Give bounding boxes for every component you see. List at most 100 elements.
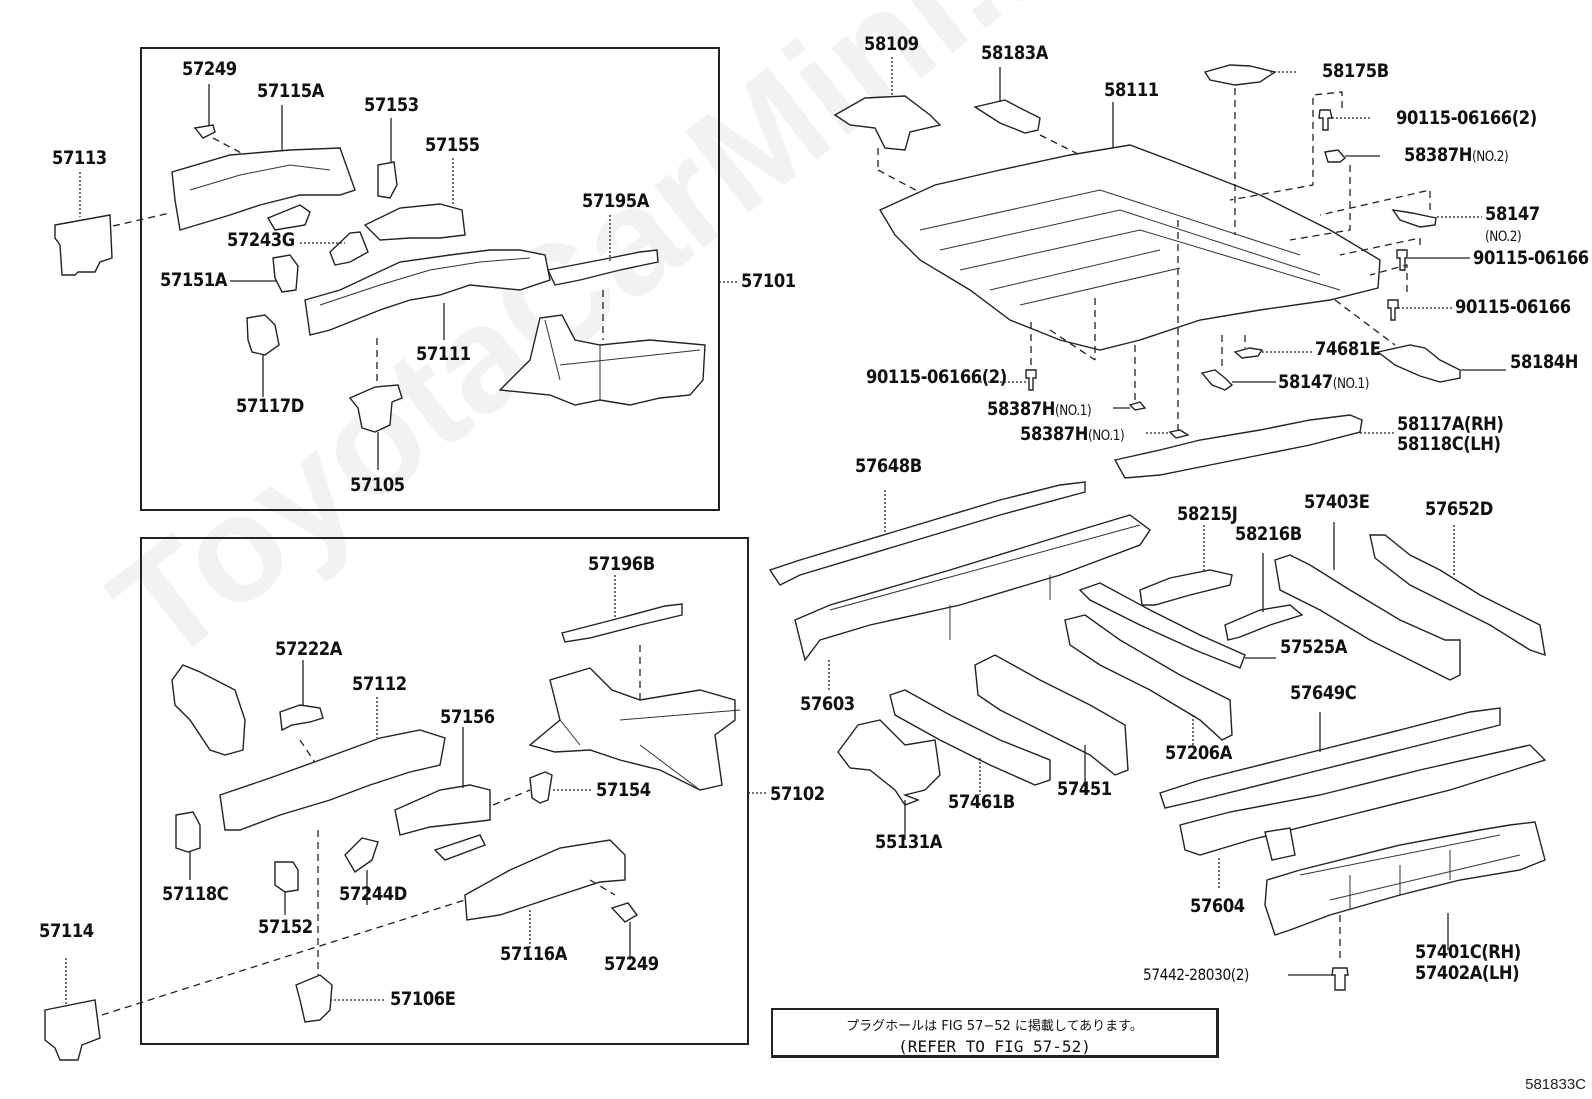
part-57603[interactable]	[794, 514, 1151, 662]
label-57152[interactable]: 57152	[258, 916, 313, 938]
part-58111-floor-pan[interactable]	[878, 144, 1381, 351]
label-57105[interactable]: 57105	[350, 474, 405, 496]
part-58215J[interactable]	[1139, 569, 1233, 606]
part-58147-no1[interactable]	[1200, 369, 1234, 391]
label-57604[interactable]: 57604	[1190, 895, 1245, 917]
part-57153[interactable]	[377, 161, 398, 199]
label-55131A[interactable]: 55131A	[875, 831, 942, 853]
part-57249-b[interactable]	[610, 902, 639, 923]
part-57112[interactable]	[219, 729, 446, 831]
label-90115-06166-2-upper[interactable]: 90115-06166(2)	[1396, 107, 1537, 129]
label-57113[interactable]: 57113	[52, 147, 107, 169]
part-57243G[interactable]	[266, 204, 311, 231]
label-58118C-lh[interactable]: 58118C(LH)	[1397, 433, 1501, 455]
label-57603[interactable]: 57603	[800, 693, 855, 715]
part-57604[interactable]	[1179, 744, 1547, 856]
part-58147-no2[interactable]	[1391, 209, 1437, 228]
part-55131A[interactable]	[837, 719, 941, 806]
label-74681E[interactable]: 74681E	[1315, 338, 1381, 360]
part-58387H-no1-a[interactable]	[1128, 401, 1147, 411]
label-57402A-lh[interactable]: 57402A(LH)	[1415, 962, 1520, 984]
part-57451[interactable]	[974, 654, 1129, 776]
label-57153[interactable]: 57153	[364, 94, 419, 116]
part-57115A[interactable]	[171, 147, 356, 231]
part-57156[interactable]	[394, 784, 491, 836]
part-57152[interactable]	[274, 861, 299, 893]
part-57222A[interactable]	[279, 704, 324, 732]
part-90115-06166-a[interactable]	[1396, 249, 1408, 271]
label-58387H-no2[interactable]: 58387H(NO.2)	[1404, 146, 1509, 165]
label-57461B[interactable]: 57461B	[948, 791, 1015, 813]
label-57111[interactable]: 57111	[416, 343, 471, 365]
part-57114[interactable]	[44, 999, 101, 1061]
label-58216B[interactable]: 58216B	[1235, 523, 1302, 545]
label-57101[interactable]: 57101	[741, 270, 796, 292]
part-57111[interactable]	[304, 249, 551, 336]
part-58184H[interactable]	[1376, 344, 1461, 383]
label-57403E[interactable]: 57403E	[1304, 491, 1370, 513]
label-90115-06166-2-lower[interactable]: 90115-06166(2)	[866, 366, 1007, 388]
part-57196B[interactable]	[561, 603, 683, 643]
label-57117D[interactable]: 57117D	[236, 395, 304, 417]
part-57403E[interactable]	[1274, 554, 1461, 681]
label-58184H[interactable]: 58184H	[1510, 351, 1578, 373]
label-58111[interactable]: 58111	[1104, 79, 1159, 101]
label-57151A[interactable]: 57151A	[160, 269, 227, 291]
label-57154[interactable]: 57154	[596, 779, 651, 801]
label-57116A[interactable]: 57116A	[500, 943, 567, 965]
label-57249-lower[interactable]: 57249	[604, 953, 659, 975]
label-90115-06166-b[interactable]: 90115-06166	[1455, 296, 1571, 318]
label-57106E[interactable]: 57106E	[390, 988, 456, 1010]
label-58147-no2[interactable]: 58147	[1485, 203, 1540, 225]
label-58109[interactable]: 58109	[864, 33, 919, 55]
label-57249[interactable]: 57249	[182, 58, 237, 80]
part-57249-a[interactable]	[193, 124, 216, 139]
part-57604-box[interactable]	[1264, 827, 1296, 861]
label-57114[interactable]: 57114	[39, 920, 94, 942]
part-90115-06166-b[interactable]	[1387, 299, 1399, 321]
part-58117A-58118C[interactable]	[1113, 414, 1363, 479]
label-58117A-rh[interactable]: 58117A(RH)	[1397, 413, 1504, 435]
part-57106E[interactable]	[295, 974, 333, 1023]
part-90115-06166-lower[interactable]	[1025, 369, 1037, 391]
label-57222A[interactable]: 57222A	[275, 638, 342, 660]
part-57116A[interactable]	[464, 839, 626, 921]
label-57118C[interactable]: 57118C	[162, 883, 229, 905]
label-57244D[interactable]: 57244D	[339, 883, 407, 905]
label-57401C-rh[interactable]: 57401C(RH)	[1415, 941, 1521, 963]
label-57195A[interactable]: 57195A	[582, 190, 649, 212]
label-57652D[interactable]: 57652D	[1425, 498, 1493, 520]
label-58175B[interactable]: 58175B	[1322, 60, 1389, 82]
label-58147-no1[interactable]: 58147(NO.1)	[1278, 373, 1369, 392]
part-57155[interactable]	[363, 203, 466, 241]
part-57118C[interactable]	[175, 811, 201, 853]
label-58215J[interactable]: 58215J	[1177, 503, 1238, 525]
part-57401C-57402A[interactable]	[1264, 821, 1546, 936]
part-58216B[interactable]	[1224, 604, 1304, 641]
part-58183A[interactable]	[973, 99, 1041, 134]
part-57113[interactable]	[54, 214, 113, 276]
part-57154[interactable]	[529, 771, 553, 804]
label-90115-06166-a[interactable]: 90115-06166	[1473, 247, 1589, 269]
part-57206A[interactable]	[1064, 614, 1233, 741]
part-57195A[interactable]	[546, 249, 659, 286]
label-58387H-no1-a[interactable]: 58387H(NO.1)	[987, 400, 1092, 419]
label-58183A[interactable]: 58183A	[981, 42, 1048, 64]
part-58387H-no2[interactable]	[1324, 149, 1347, 163]
part-57117D[interactable]	[246, 314, 280, 356]
part-57105[interactable]	[348, 384, 403, 433]
label-57155[interactable]: 57155	[425, 134, 480, 156]
label-57156[interactable]: 57156	[440, 706, 495, 728]
label-57196B[interactable]: 57196B	[588, 553, 655, 575]
part-57244D[interactable]	[344, 837, 379, 874]
part-57102-front-apron[interactable]	[171, 664, 246, 756]
label-57206A[interactable]: 57206A	[1165, 742, 1232, 764]
label-57648B[interactable]: 57648B	[855, 455, 922, 477]
label-57102[interactable]: 57102	[770, 783, 825, 805]
part-57649C[interactable]	[1159, 707, 1501, 809]
label-57112[interactable]: 57112	[352, 673, 407, 695]
part-57652D[interactable]	[1369, 534, 1546, 657]
label-57451[interactable]: 57451	[1057, 778, 1112, 800]
part-57525A[interactable]	[1078, 582, 1246, 669]
part-57151A[interactable]	[272, 254, 299, 293]
